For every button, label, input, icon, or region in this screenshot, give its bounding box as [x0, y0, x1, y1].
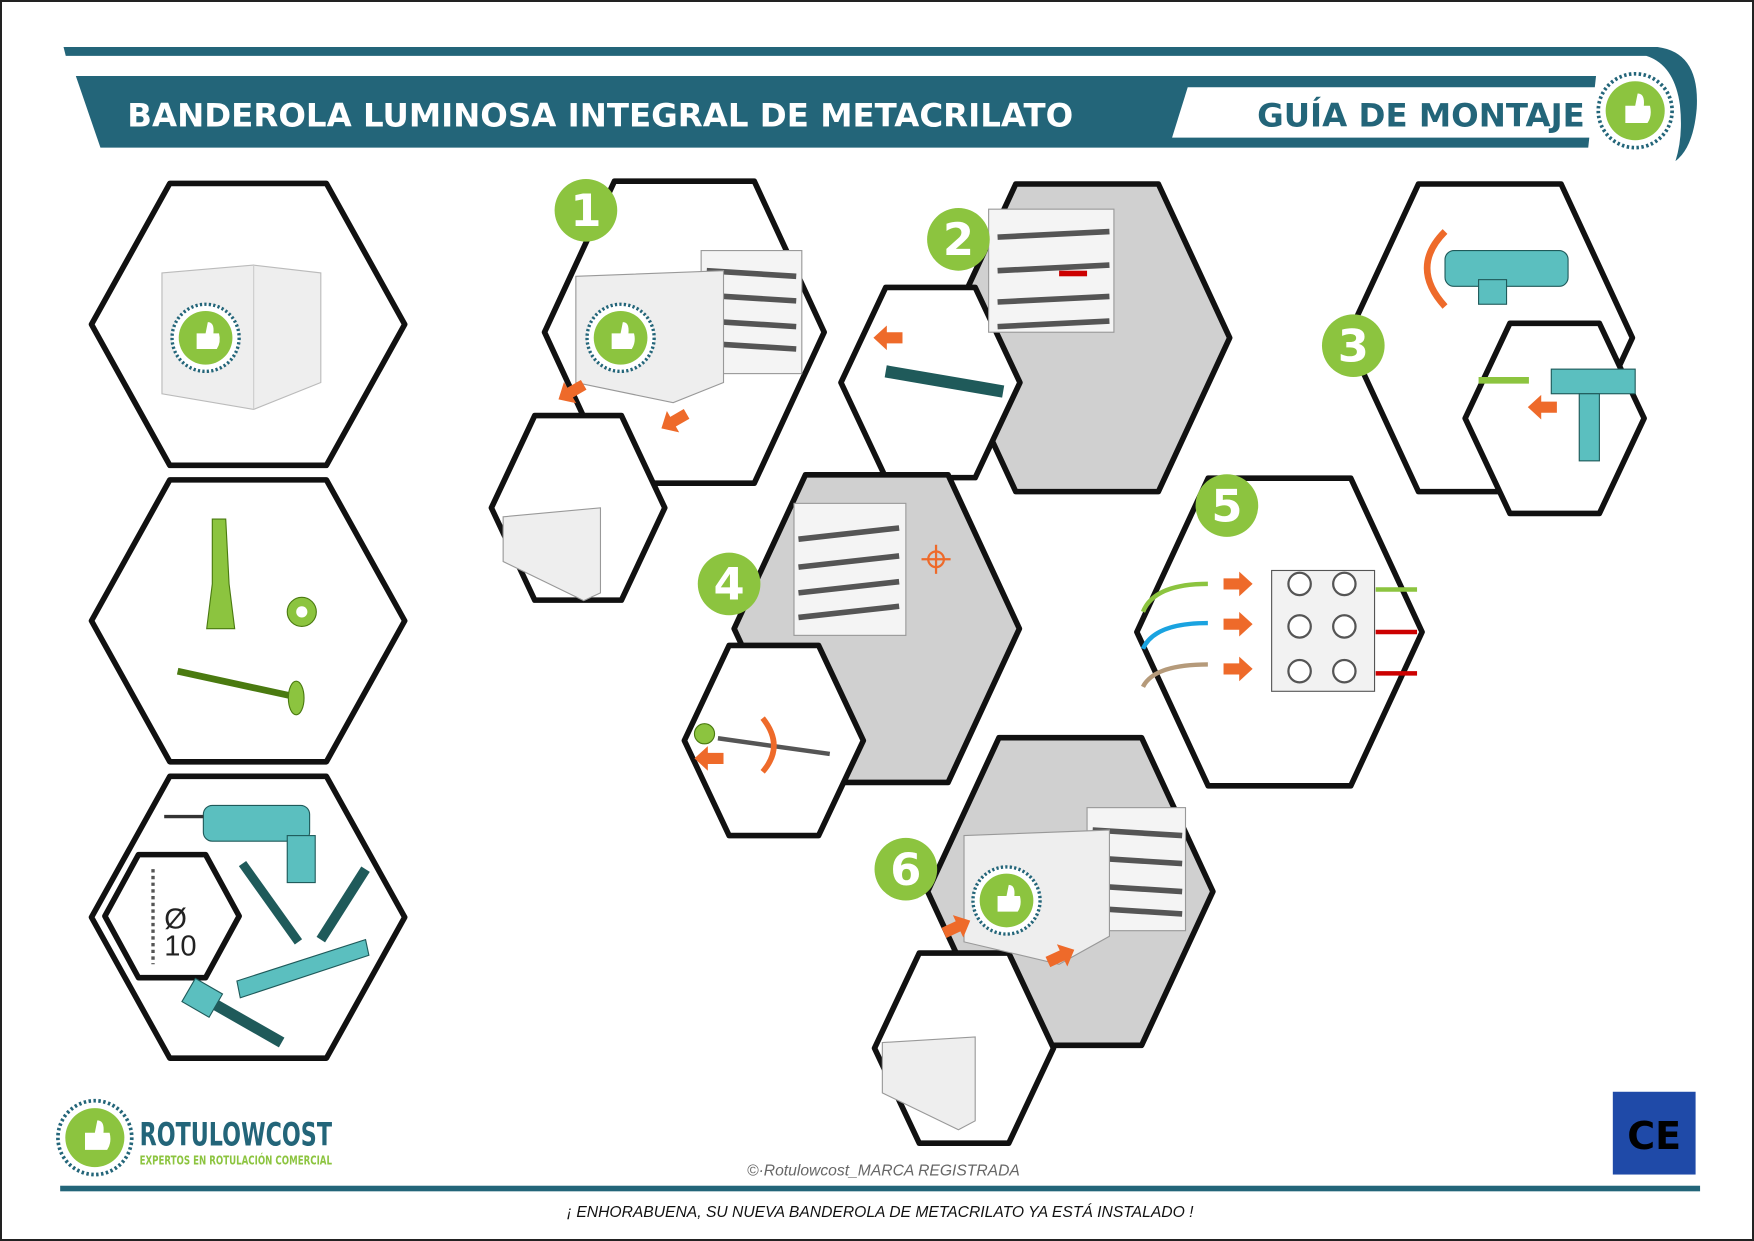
header-banner: BANDEROLA LUMINOSA INTEGRAL DE METACRILA…	[63, 46, 1697, 162]
step-badge-1	[554, 178, 618, 242]
step-number-6: 6	[890, 843, 921, 896]
step-6-illustration	[881, 807, 1187, 1131]
step-number-3: 3	[1338, 319, 1369, 372]
footer-logo: ROTULOWCOST EXPERTOS EN ROTULACIÓN COMER…	[56, 1098, 333, 1177]
drill-size-label: 10	[164, 930, 196, 962]
step-badge-4	[697, 552, 761, 616]
hexagon-panels	[88, 178, 1647, 1147]
materials-fixings-panel	[88, 477, 408, 765]
svg-text:CE: CE	[1627, 1114, 1681, 1158]
step-badge-2	[927, 208, 990, 271]
tools-illustration: Ø 10	[151, 804, 370, 1048]
step-3-illustration	[1423, 229, 1636, 462]
fixings-illustration	[176, 518, 317, 716]
brand-seal-icon	[56, 1098, 134, 1177]
step-number-5: 5	[1211, 479, 1242, 532]
footer-message: ¡ ENHORABUENA, SU NUEVA BANDEROLA DE MET…	[567, 1202, 1194, 1221]
step-4-illustration	[693, 502, 951, 774]
brand-name: ROTULOWCOST	[140, 1115, 332, 1153]
copyright-text: ©·Rotulowcost_MARCA REGISTRADA	[747, 1163, 1020, 1180]
ce-eu-mark: CE	[1612, 1091, 1696, 1175]
step-2-illustration	[873, 208, 1115, 398]
page-title: BANDEROLA LUMINOSA INTEGRAL DE METACRILA…	[127, 96, 1073, 134]
step-number-4: 4	[714, 558, 745, 611]
step-5-illustration	[1140, 569, 1418, 692]
brand-seal-icon	[1596, 71, 1674, 150]
materials-tools-panel	[88, 773, 408, 1061]
step-badge-3	[1321, 314, 1385, 377]
step-badge-5	[1195, 474, 1259, 537]
step-1-illustration	[502, 249, 803, 602]
footer-divider	[60, 1185, 1701, 1192]
step-badges: 1 2 3 4 5 6	[554, 178, 1385, 901]
brand-tagline: EXPERTOS EN ROTULACIÓN COMERCIAL	[140, 1152, 333, 1167]
step-number-1: 1	[570, 184, 601, 237]
step-number-2: 2	[943, 213, 974, 266]
step-badge-6	[874, 837, 938, 901]
drill-bit-panel	[102, 851, 242, 981]
page-subtitle: GUÍA DE MONTAJE	[1257, 96, 1585, 134]
box-illustration	[161, 264, 322, 410]
drill-diameter-symbol: Ø	[164, 903, 187, 935]
